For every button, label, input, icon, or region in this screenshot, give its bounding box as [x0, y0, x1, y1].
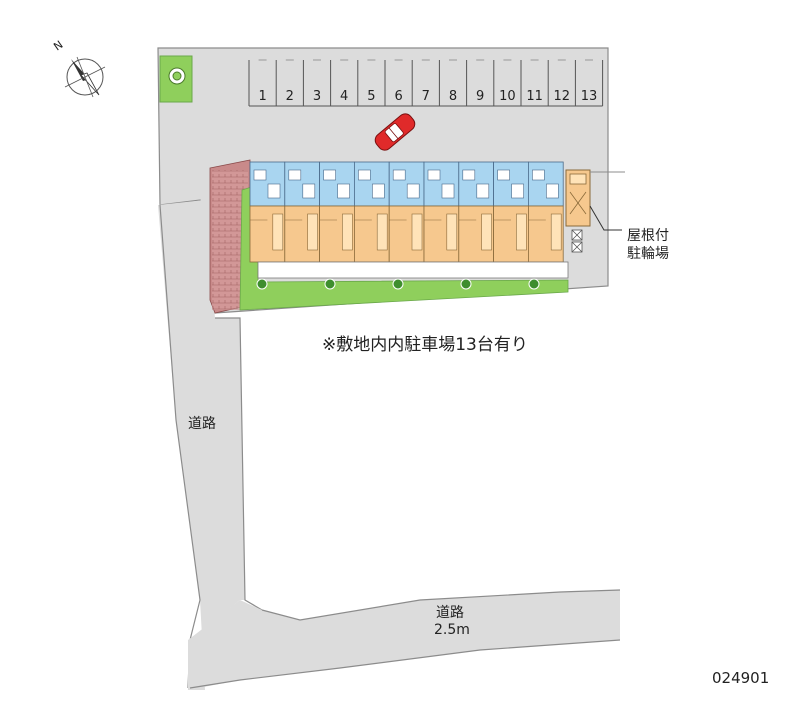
- parking-space-number: 10: [499, 89, 516, 104]
- road-bottom-width: 2.5m: [434, 622, 470, 638]
- parking-space-number: 2: [286, 89, 294, 104]
- bicycle-parking: [565, 169, 625, 253]
- parking-space-number: 11: [526, 89, 543, 104]
- compass-north-label: N: [51, 38, 65, 53]
- parking-notice: ※敷地内内駐車場13台有り: [322, 335, 528, 355]
- parking-space-number: 7: [422, 89, 430, 104]
- shrub-icon: [392, 278, 404, 290]
- road-left-label: 道路: [188, 416, 216, 432]
- parking-space-number: 1: [258, 89, 266, 104]
- shrub-icon: [528, 278, 540, 290]
- compass-icon: N: [51, 38, 106, 98]
- apartment-unit: [423, 161, 460, 263]
- road-bottom: [188, 589, 621, 690]
- apartment-unit: [388, 161, 425, 263]
- apartment-unit: [353, 161, 390, 263]
- bicycle-parking-label-line2: 駐輪場: [627, 245, 669, 262]
- apartment-unit: [319, 161, 355, 263]
- parking-space-number: 4: [340, 89, 348, 104]
- apartment-unit: [493, 161, 529, 263]
- parking-space-number: 5: [367, 89, 375, 104]
- apartment-unit: [284, 161, 320, 263]
- parking-space-number: 13: [581, 89, 598, 104]
- road-bottom-label: 道路: [436, 605, 464, 621]
- apartment-unit: [458, 161, 494, 263]
- apartment-building: [209, 159, 569, 314]
- apartment-unit: [528, 161, 564, 263]
- shrub-icon: [324, 278, 336, 290]
- parking-space-number: 9: [476, 89, 484, 104]
- apartment-unit: [249, 161, 286, 263]
- parking-space-number: 3: [313, 89, 321, 104]
- parking-space-number: 8: [449, 89, 457, 104]
- shrub-icon: [256, 278, 268, 290]
- garden-corner: [159, 55, 193, 103]
- property-id: 024901: [712, 669, 769, 687]
- parking-space-number: 12: [554, 89, 571, 104]
- parking-space-number: 6: [394, 89, 402, 104]
- shrub-icon: [460, 278, 472, 290]
- bicycle-parking-label-line1: 屋根付: [627, 228, 669, 244]
- car-icon: [374, 113, 416, 151]
